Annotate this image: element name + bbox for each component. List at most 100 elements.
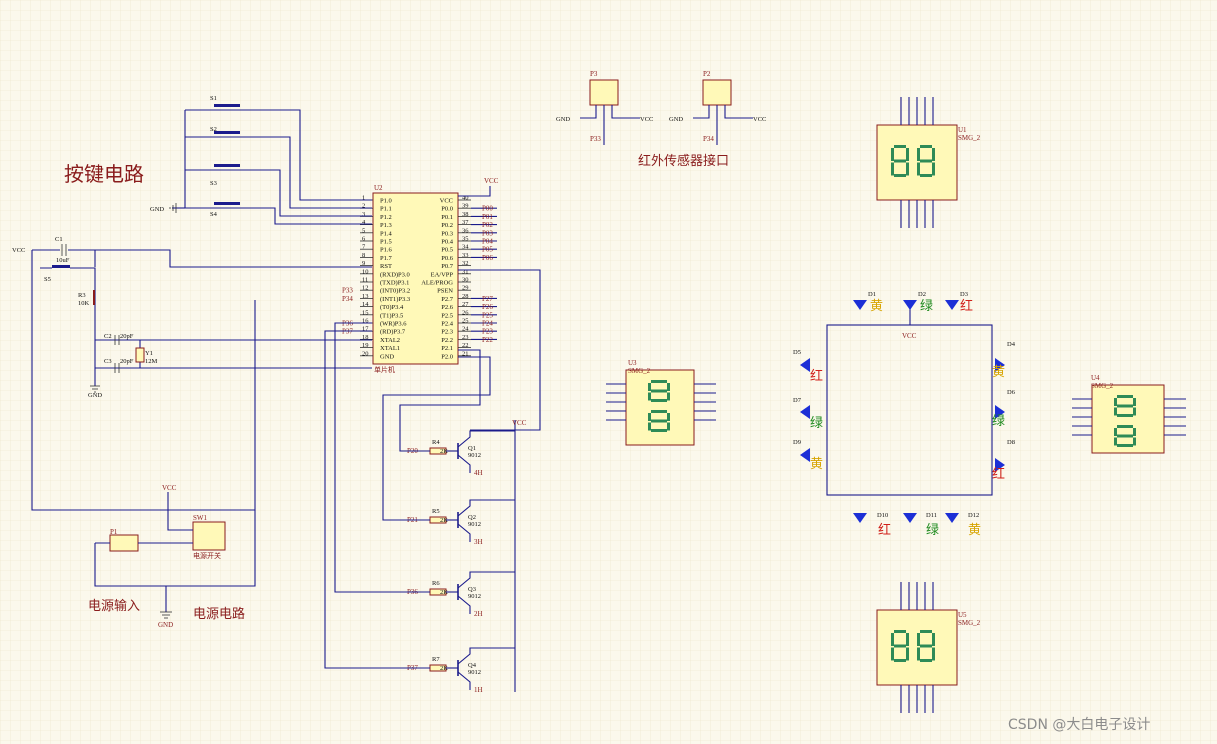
mcu-left-pin: (TXD)P3.1: [380, 280, 409, 287]
resistor-value: 2K: [440, 517, 448, 524]
mcu-left-pin-number: 3: [362, 211, 365, 218]
mcu-right-pin-number: 37: [462, 219, 469, 226]
led-color-label: 红: [878, 522, 891, 538]
mcu-left-pin: P1.4: [380, 230, 392, 237]
mcu-left-pin: XTAL2: [380, 337, 400, 344]
power-switch-sw1[interactable]: [192, 521, 226, 551]
led-color-label: 红: [992, 466, 1005, 482]
mcu-left-pin-number: 1: [362, 195, 365, 202]
mcu-right-pin-number: 40: [462, 195, 469, 202]
led-d4[interactable]: D4黄: [992, 341, 1016, 380]
power-jack-p1[interactable]: [109, 534, 139, 552]
led-d3[interactable]: D3红: [945, 291, 973, 314]
led-ref: D2: [918, 291, 926, 298]
led-ref: D10: [877, 512, 888, 519]
led-d10[interactable]: D10 红: [853, 512, 891, 538]
mcu-left-pin: P1.7: [380, 255, 392, 262]
mcu-right-pin-number: 39: [462, 203, 469, 210]
display-type: SMG_2: [628, 367, 651, 375]
led-d5[interactable]: D5红: [793, 349, 823, 384]
gnd-label-keys: GND: [150, 206, 164, 213]
transistor-value: 9012: [468, 452, 481, 459]
mcu-left-pin: (T1)P3.5: [380, 312, 403, 319]
power-circuit-title: 电源电路: [193, 606, 245, 622]
mcu-right-pin: P0.3: [441, 230, 453, 237]
mcu-right-net: P25: [482, 311, 493, 319]
ir-connector-p3[interactable]: P3 GND VCC P33: [556, 70, 653, 145]
button-s2[interactable]: S2: [210, 126, 240, 134]
mcu-ref: U2: [374, 184, 383, 192]
mcu-left-pin-number: 9: [362, 260, 365, 267]
mcu-left-pin: GND: [380, 353, 394, 360]
button-s5[interactable]: [52, 265, 70, 268]
led-d9[interactable]: D9黄: [793, 439, 823, 472]
led-d7[interactable]: D7绿: [793, 397, 823, 431]
display-ref: U3: [628, 359, 637, 367]
led-ref: D11: [926, 512, 937, 519]
button-s4[interactable]: S4: [210, 202, 240, 218]
mcu-left-pin-number: 16: [362, 318, 369, 325]
ir-p3-gnd: GND: [556, 116, 570, 123]
display-type: SMG_2: [1091, 382, 1114, 390]
mcu-right-pin: P0.7: [441, 263, 453, 270]
transistor-value: 9012: [468, 521, 481, 528]
button-s3[interactable]: S3: [210, 164, 240, 187]
mcu-right-pin: P2.5: [441, 312, 453, 319]
gnd-label-power: GND: [158, 621, 173, 629]
led-d8[interactable]: D8 红: [992, 439, 1015, 482]
led-color-label: 黄: [870, 299, 883, 314]
r3-value: 10K: [78, 300, 90, 307]
mcu-left-pin: RST: [380, 263, 392, 270]
key-buttons: GND: [150, 109, 372, 225]
resistor-value: 2K: [440, 665, 448, 672]
mcu-left-pin-number: 11: [362, 277, 368, 284]
led-color-label: 绿: [926, 523, 939, 538]
led-ref: D4: [1007, 341, 1016, 348]
resistor-value: 2K: [440, 589, 448, 596]
mcu-right-pin: P2.4: [441, 321, 453, 328]
mcu-left-pin-number: 2: [362, 203, 365, 210]
power-input-title: 电源输入: [88, 598, 140, 614]
mcu-left-pin-number: 4: [362, 219, 366, 226]
ir-connector-p2[interactable]: P2 GND VCC P34: [669, 70, 766, 145]
resistor-value: 2K: [440, 448, 448, 455]
mcu-right-pin: P2.6: [441, 304, 453, 311]
mcu-right-net: P06: [482, 254, 493, 262]
mcu-right-net: P23: [482, 328, 493, 336]
led-d2[interactable]: D2绿: [903, 291, 933, 314]
transistor-value: 9012: [468, 593, 481, 600]
mcu-right-pin: P0.4: [441, 239, 453, 246]
resistor-ref: R7: [432, 656, 440, 663]
led-ref: D3: [960, 291, 968, 298]
mcu-left-pin-number: 12: [362, 285, 369, 292]
led-color-label: 黄: [810, 457, 823, 472]
mcu-left-pin-number: 5: [362, 227, 365, 234]
mcu-left-pin: P1.1: [380, 206, 392, 213]
mcu-right-pin-number: 28: [462, 293, 469, 300]
ir-p2-net: P34: [703, 135, 714, 143]
c1-ref: C1: [55, 236, 63, 243]
button-s4-label: S4: [210, 211, 218, 218]
mcu-name: 单片机: [374, 365, 395, 374]
watermark: CSDN @大白电子设计: [1008, 717, 1150, 733]
mcu-right-pin-number: 34: [462, 244, 469, 251]
button-s1[interactable]: S1: [210, 95, 240, 107]
display-type: SMG_2: [958, 619, 981, 627]
led-ref: D8: [1007, 439, 1015, 446]
c3-value: 20pF: [120, 358, 134, 365]
led-d6[interactable]: D6绿: [992, 389, 1016, 429]
led-vcc-label: VCC: [902, 332, 917, 340]
vcc-label-power: VCC: [162, 484, 177, 492]
c2-value: 20pF: [120, 333, 134, 340]
transistor-output: 2H: [474, 610, 483, 618]
led-d11[interactable]: D11 绿: [903, 512, 939, 538]
mcu-u2[interactable]: U2 单片机 P1.01P1.12P1.23P1.34P1.45P1.56P1.…: [342, 184, 497, 374]
led-d1[interactable]: D1黄: [853, 291, 883, 314]
led-ref: D7: [793, 397, 802, 404]
